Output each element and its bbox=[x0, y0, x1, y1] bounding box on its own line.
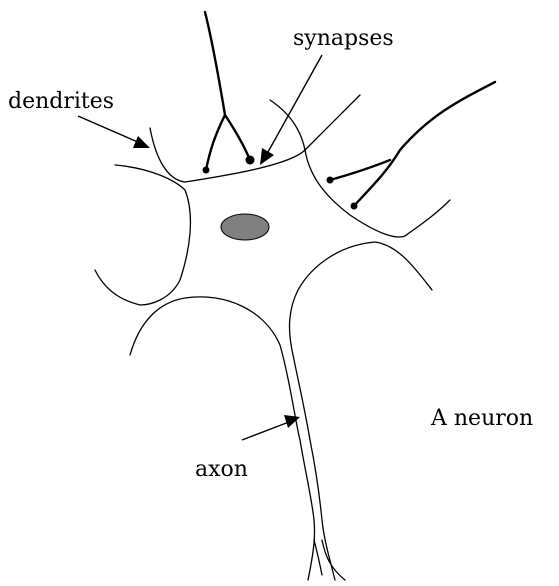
axon-label: axon bbox=[195, 457, 248, 482]
caption-label: A neuron bbox=[430, 406, 533, 431]
synapse-terminal bbox=[246, 156, 255, 165]
dendrite-left-lower bbox=[130, 297, 315, 580]
synapse-terminal bbox=[351, 203, 358, 210]
synapse-terminal bbox=[327, 177, 334, 184]
synapses-arrow bbox=[260, 55, 322, 165]
axon-arrow bbox=[242, 415, 300, 440]
dendrite-top-left bbox=[150, 100, 305, 182]
synapses-label: synapses bbox=[293, 26, 394, 51]
synapse-terminal bbox=[203, 167, 210, 174]
incoming-axon-top bbox=[203, 12, 255, 174]
incoming-axon-right bbox=[327, 82, 496, 210]
dendrite-left-upper bbox=[95, 165, 190, 305]
dendrite-top-right bbox=[305, 95, 360, 150]
cell-outline bbox=[95, 95, 450, 580]
axon-fork-left bbox=[314, 540, 322, 575]
nucleus bbox=[221, 214, 269, 240]
dendrites-arrow bbox=[78, 116, 150, 148]
dendrites-label: dendrites bbox=[8, 89, 114, 114]
dendrite-right-lower bbox=[290, 242, 432, 580]
soma-right bbox=[305, 150, 450, 237]
